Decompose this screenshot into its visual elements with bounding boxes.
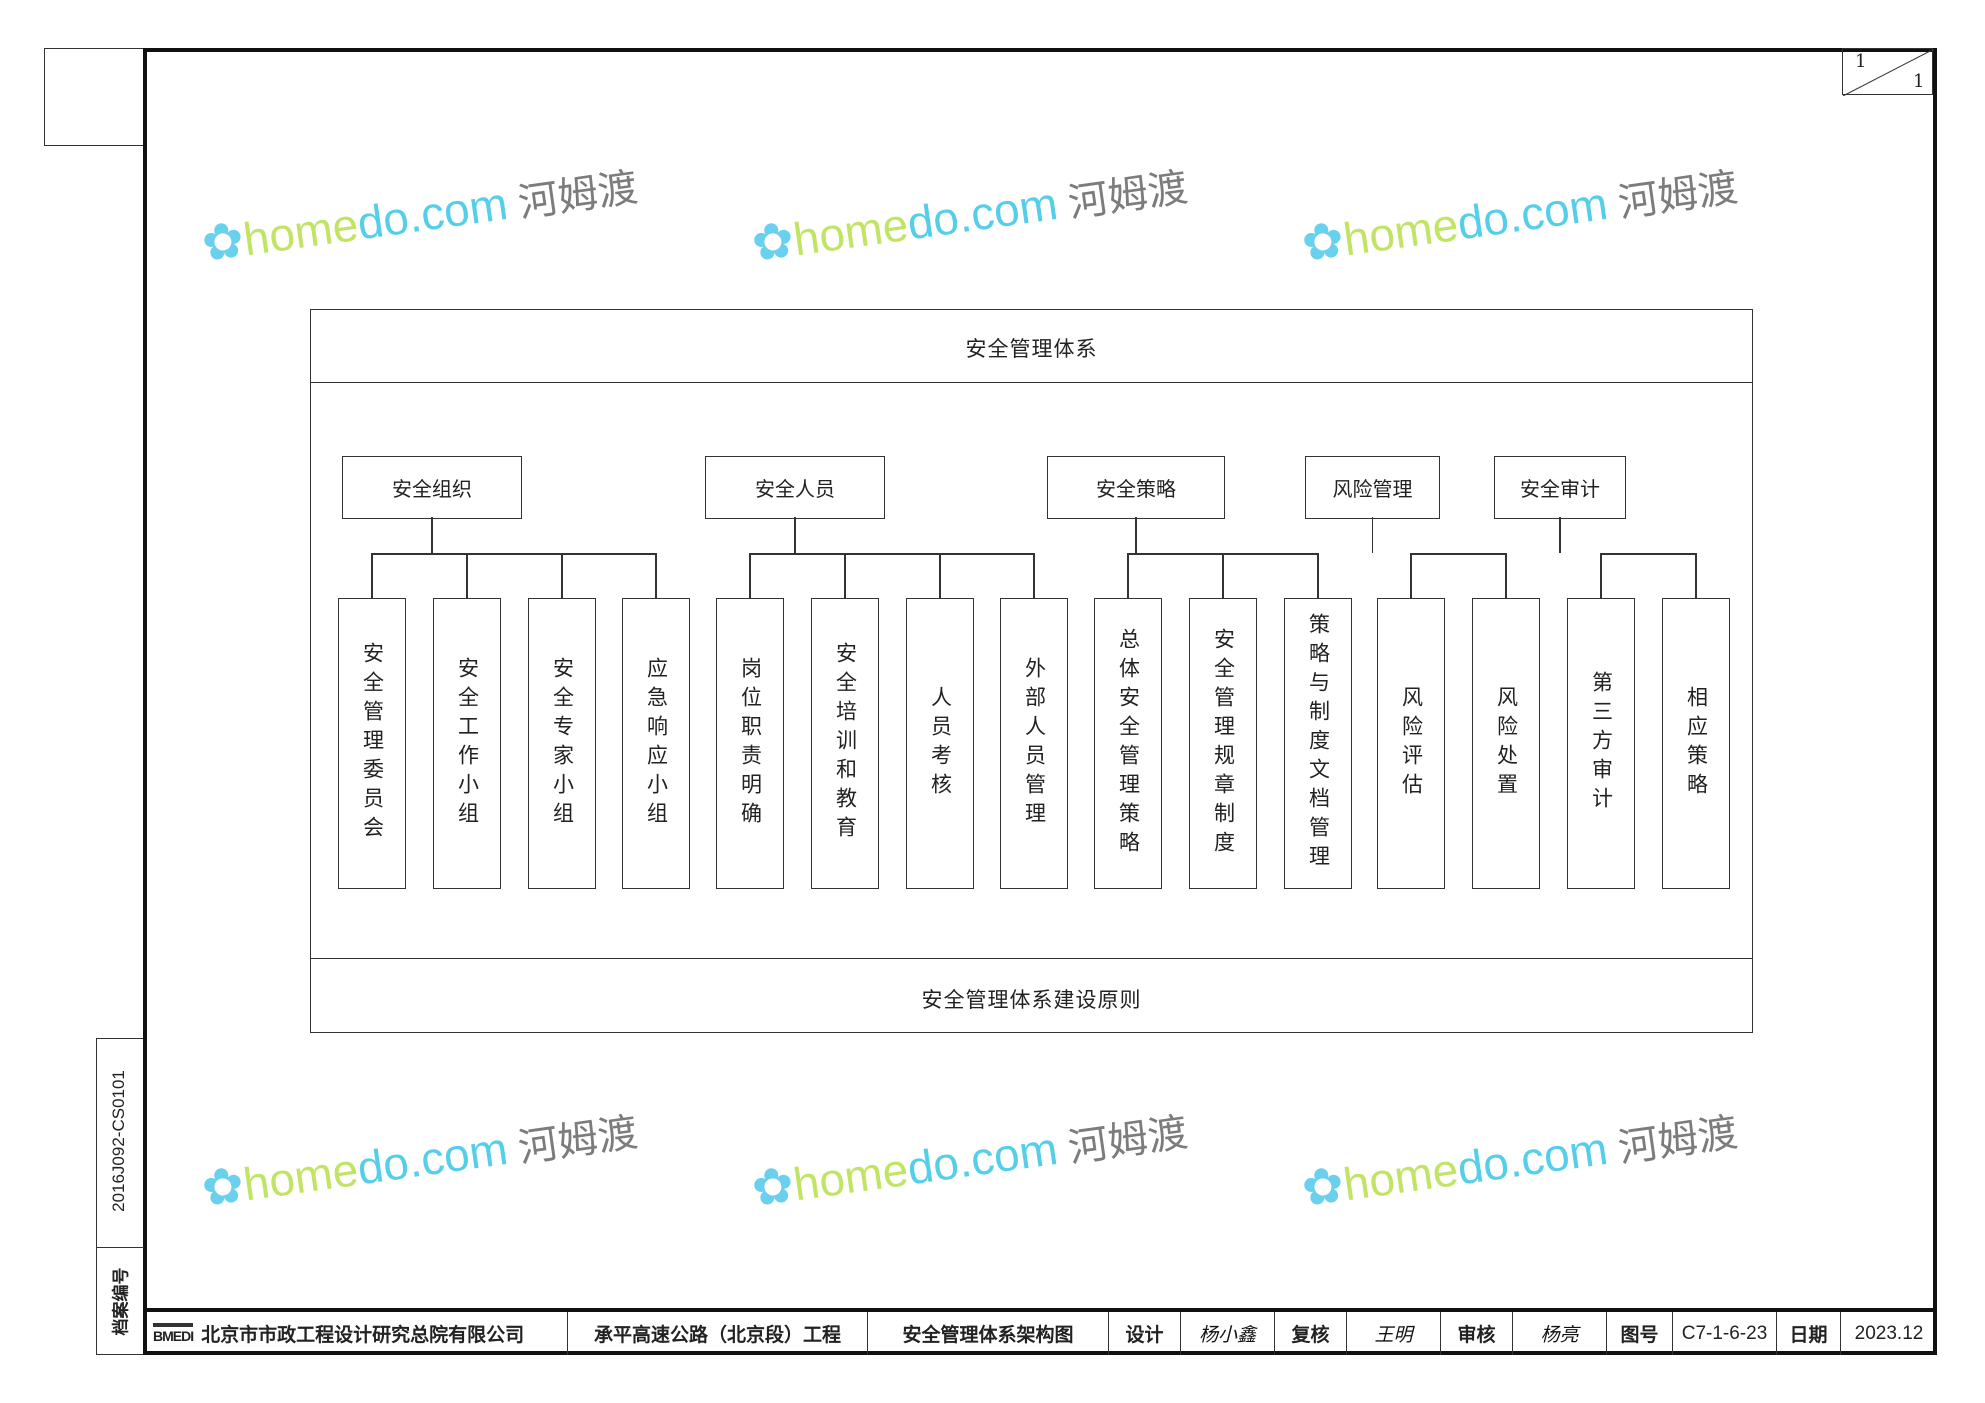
- connector-line: [431, 517, 433, 553]
- approve-signature: 杨亮: [1513, 1312, 1607, 1355]
- page-total: 1: [1913, 71, 1925, 92]
- category-node: 安全策略: [1047, 456, 1225, 519]
- diagram-footer: 安全管理体系建设原则: [921, 988, 1142, 1012]
- node-label: 安全管理委员会: [360, 642, 385, 845]
- connector-line: [939, 553, 941, 598]
- connector-line: [749, 553, 751, 598]
- strip-divider: [97, 1247, 144, 1248]
- leaf-node: 安全管理规章制度: [1189, 598, 1257, 889]
- node-label: 安全人员: [755, 477, 835, 501]
- node-label: 安全工作小组: [455, 656, 480, 831]
- drawing-frame: [143, 48, 1937, 1355]
- node-label: 策略与制度文档管理: [1306, 613, 1331, 874]
- category-node: 安全组织: [342, 456, 522, 519]
- drawing-no: C7-1-6-23: [1673, 1312, 1777, 1355]
- node-label: 第三方审计: [1589, 671, 1614, 816]
- node-label: 安全组织: [392, 477, 472, 501]
- drawing-title: 安全管理体系架构图: [868, 1312, 1109, 1355]
- connector-line: [1371, 517, 1373, 553]
- connector-line: [1135, 517, 1137, 553]
- leaf-node: 风险处置: [1472, 598, 1540, 889]
- leaf-node: 人员考核: [906, 598, 974, 889]
- node-label: 安全培训和教育: [833, 642, 858, 845]
- connector-line: [1222, 553, 1224, 598]
- title-block: BMEDI 北京市市政工程设计研究总院有限公司 承平高速公路（北京段）工程 安全…: [143, 1308, 1937, 1355]
- connector-line: [794, 517, 796, 553]
- company-logo: BMEDI: [153, 1323, 194, 1344]
- connector-line: [371, 553, 373, 598]
- date-value: 2023.12: [1854, 1322, 1924, 1344]
- node-label: 安全管理规章制度: [1211, 627, 1236, 860]
- connector-line: [1033, 553, 1035, 598]
- review-signature: 王明: [1347, 1312, 1441, 1355]
- connector-bus: [1410, 553, 1505, 555]
- project-name: 承平高速公路（北京段）工程: [568, 1312, 868, 1355]
- company-name: 北京市市政工程设计研究总院有限公司: [201, 1325, 525, 1346]
- connector-line: [1127, 553, 1129, 598]
- node-label: 风险评估: [1399, 685, 1424, 802]
- corner-box: [44, 48, 143, 146]
- date-label: 日期: [1777, 1312, 1841, 1355]
- leaf-node: 安全培训和教育: [811, 598, 879, 889]
- leaf-node: 相应策略: [1662, 598, 1730, 889]
- node-label: 风险处置: [1494, 685, 1519, 802]
- company-cell: BMEDI 北京市市政工程设计研究总院有限公司: [143, 1312, 568, 1355]
- diagonal-divider: [1843, 49, 1934, 96]
- node-label: 安全专家小组: [550, 656, 575, 831]
- leaf-node: 第三方审计: [1567, 598, 1635, 889]
- connector-line: [1695, 553, 1697, 598]
- category-node: 风险管理: [1305, 456, 1440, 519]
- node-label: 外部人员管理: [1022, 656, 1047, 831]
- leaf-node: 安全工作小组: [433, 598, 501, 889]
- node-label: 应急响应小组: [644, 656, 669, 831]
- archive-strip: 2016J092-CS0101 档案编号: [96, 1038, 144, 1355]
- node-label: 安全策略: [1096, 477, 1176, 501]
- connector-bus: [749, 553, 1033, 555]
- leaf-node: 策略与制度文档管理: [1284, 598, 1352, 889]
- design-label: 设计: [1109, 1312, 1181, 1355]
- drawing-no-label: 图号: [1607, 1312, 1673, 1355]
- approve-label: 审核: [1441, 1312, 1513, 1355]
- node-label: 安全审计: [1520, 477, 1600, 501]
- leaf-node: 岗位职责明确: [716, 598, 784, 889]
- connector-line: [1317, 553, 1319, 598]
- connector-line: [1505, 553, 1507, 598]
- node-label: 风险管理: [1332, 477, 1413, 501]
- connector-line: [844, 553, 846, 598]
- leaf-node: 安全专家小组: [528, 598, 596, 889]
- design-signature: 杨小鑫: [1181, 1312, 1275, 1355]
- connector-bus: [1600, 553, 1695, 555]
- node-label: 相应策略: [1684, 685, 1709, 802]
- leaf-node: 风险评估: [1377, 598, 1445, 889]
- category-node: 安全人员: [705, 456, 885, 519]
- archive-label: 档案编号: [111, 1267, 131, 1336]
- title-divider: [311, 382, 1752, 383]
- connector-line: [1410, 553, 1412, 598]
- connector-bus: [371, 553, 655, 555]
- footer-divider: [311, 958, 1752, 959]
- connector-line: [561, 553, 563, 598]
- connector-line: [1559, 517, 1561, 553]
- leaf-node: 总体安全管理策略: [1094, 598, 1162, 889]
- connector-line: [655, 553, 657, 598]
- review-label: 复核: [1275, 1312, 1347, 1355]
- leaf-node: 安全管理委员会: [338, 598, 406, 889]
- page-current: 1: [1855, 51, 1867, 72]
- connector-line: [1600, 553, 1602, 598]
- category-node: 安全审计: [1494, 456, 1626, 519]
- diagram-title: 安全管理体系: [965, 337, 1098, 361]
- leaf-node: 应急响应小组: [622, 598, 690, 889]
- node-label: 总体安全管理策略: [1116, 627, 1141, 860]
- node-label: 岗位职责明确: [738, 656, 763, 831]
- connector-line: [466, 553, 468, 598]
- node-label: 人员考核: [928, 685, 953, 802]
- leaf-node: 外部人员管理: [1000, 598, 1068, 889]
- page-indicator: 1 1: [1842, 48, 1934, 96]
- architecture-diagram: 安全管理体系 安全管理体系建设原则 安全组织安全管理委员会 安全工作小组 安全专家小…: [310, 309, 1753, 1033]
- archive-code: 2016J092-CS0101: [109, 1070, 128, 1212]
